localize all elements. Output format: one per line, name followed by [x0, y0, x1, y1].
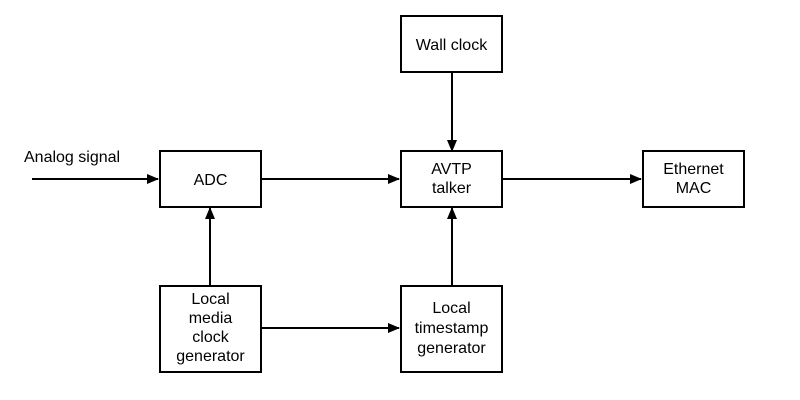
node-avtp-talker: AVTP talker — [400, 150, 503, 208]
node-ethernet-mac-label-line-2: MAC — [676, 180, 712, 197]
node-ethernet-mac: Ethernet MAC — [642, 150, 745, 208]
node-wall-clock-box — [400, 15, 503, 73]
node-adc-box — [159, 150, 262, 208]
node-ethernet-mac-label-line-1: Ethernet — [663, 161, 724, 178]
node-local-media-clock-generator-box — [159, 285, 262, 373]
node-wall-clock: Wall clock — [400, 15, 503, 73]
node-local-media-clock-generator-label-line-2: media — [189, 310, 233, 327]
node-adc: ADC — [159, 150, 262, 208]
node-avtp-talker-box — [400, 150, 503, 208]
node-avtp-talker-label-line-1: AVTP — [431, 161, 472, 178]
node-local-media-clock-generator-label-line-1: Local — [191, 291, 229, 308]
node-wall-clock-label: Wall clock — [416, 37, 488, 54]
node-ethernet-mac-box — [642, 150, 745, 208]
node-local-timestamp-generator-label-line-1: Local — [432, 300, 470, 317]
node-local-timestamp-generator: Local timestamp generator — [400, 285, 503, 373]
node-local-media-clock-generator-label-line-3: clock — [192, 329, 229, 346]
node-local-timestamp-generator-label-line-3: generator — [417, 340, 486, 357]
node-local-timestamp-generator-box — [400, 285, 503, 373]
input-label-analog-signal: Analog signal — [24, 149, 120, 166]
node-local-timestamp-generator-label-line-2: timestamp — [415, 320, 489, 337]
node-local-media-clock-generator-label-line-4: generator — [176, 348, 245, 365]
node-avtp-talker-label-line-2: talker — [432, 180, 472, 197]
node-adc-label: ADC — [194, 172, 228, 189]
node-local-media-clock-generator: Local media clock generator — [159, 285, 262, 373]
